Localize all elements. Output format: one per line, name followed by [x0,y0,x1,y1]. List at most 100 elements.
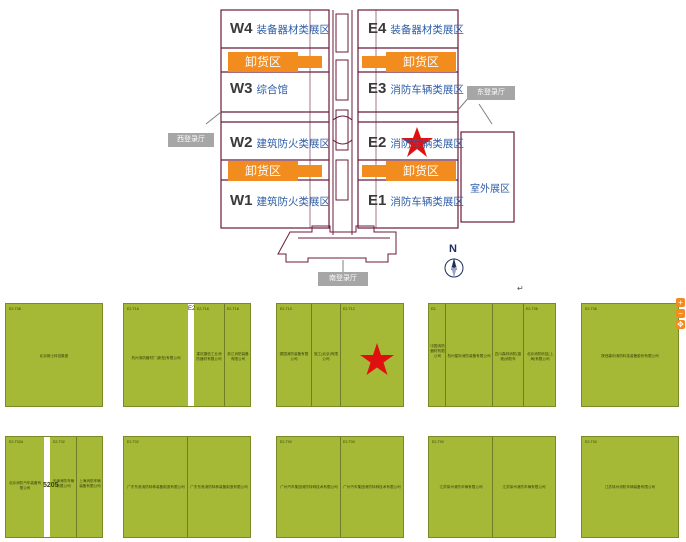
booth-divider [340,304,341,406]
booth-company: 中国消防器材有限公司 [430,344,445,358]
hall-code: W3 [230,80,253,97]
central-corridor [332,10,353,235]
unloading-zone-east-south: 卸货区 [386,161,456,181]
paragraph-mark: ↵ [517,284,524,290]
hall-e1-label: E1 消防车辆类展区 [368,192,464,209]
move-icon[interactable]: ✥ [676,320,685,329]
booth-code: E2-T16 [127,307,139,311]
booth-code: E2-T18 [197,307,209,311]
booth-code: E2-T06 [585,307,597,311]
hall-w3-label: W3 综合馆 [230,80,288,97]
hall-code: W1 [230,192,253,209]
booth-company: 天津消防车辆有限公司 [52,479,75,488]
hall-name: 消防车辆类展区 [390,196,464,208]
booth-divider [445,304,446,406]
hall-e4-label: E4 装备器材类展区 [368,20,464,37]
booth-code: E2-T02 [127,440,139,444]
booth-divider [224,304,225,406]
location-star-icon [401,127,433,157]
booth-company: 施工(北京)有限公司 [314,352,338,361]
booth-code: E2-T00 [432,440,444,444]
booth-panel[interactable]: E2-T10 E2-T12 德国消防装备有限公司 施工(北京)有限公司 [276,303,404,407]
booth-code: E2-T00 [280,440,292,444]
west-lobby-label: 西登录厅 [168,133,214,147]
unloading-zone-east-north: 卸货区 [386,52,456,72]
hall-name: 装备器材类展区 [256,24,331,36]
booth-code: E2-T02A [9,440,24,444]
compass-icon [444,258,464,278]
booth-company: 广东东莞消防特种装备制造有限公司 [127,485,185,489]
booth-code: E2-T18 [227,307,239,311]
unloading-zone-west-south: 卸货区 [228,161,298,181]
aisle [44,437,50,537]
north-label: N [449,243,457,255]
booth-company: 广东东莞消防特种装备制造有限公司 [190,485,248,489]
booth-company: 北京消防科技(上海)有限公司 [526,352,554,361]
booth-panel[interactable]: E2-T02 广东东莞消防特种装备制造有限公司 广东东莞消防特种装备制造有限公司 [123,436,251,538]
booth-panel[interactable]: E2- E2-T06 中国消防器材有限公司 杭州星际消防装备有限公司 四川森林消… [428,303,556,407]
unloading-zone-west-north: 卸货区 [228,52,298,72]
booth-company: 广州汽车集团消防特种技术有限公司 [343,485,401,489]
booth-code: E2 [188,306,196,312]
booth-company: 四川森林消防(香港)消防车 [494,352,522,361]
west-building-outline [220,9,330,229]
hall-name: 建筑防火类展区 [256,138,331,150]
booth-company: 北京城士科技集团 [39,354,69,358]
booth-code: E2-T10 [280,307,292,311]
unloading-ramp [298,56,322,68]
booth-code: E2-T06 [526,307,538,311]
hall-w2-label: W2 建筑防火类展区 [230,134,330,151]
hall-code: W4 [230,20,253,37]
booth-company: 德国消防装备有限公司 [279,352,309,361]
booth-divider [492,304,493,406]
booth-divider [492,437,493,537]
south-lobby-label: 南登录厅 [318,272,368,286]
outdoor-area-label: 室外展区 [470,184,510,195]
hall-code: E4 [368,20,387,37]
booth-company: 上海消防车辆装备有限公司 [79,479,101,488]
unloading-ramp [362,56,386,68]
booth-code: 5205 [43,482,59,489]
booth-company: 广州汽车集团消防特种技术有限公司 [280,485,338,489]
booth-company: 江苏徐州消防车辆装备有限公司 [604,485,656,489]
hall-code: W2 [230,134,253,151]
location-star-icon [360,343,394,375]
booth-panel[interactable]: E2-T00 E2-T00 广州汽车集团消防特种技术有限公司 广州汽车集团消防特… [276,436,404,538]
hall-name: 综合馆 [256,84,289,96]
booth-panel[interactable]: E2-T08 北京城士科技集团 [5,303,103,407]
booth-panel[interactable]: E2-T16 E2 E2-T18 E2-T18 杭州消防器材厂(新型)有限公司 … [123,303,251,407]
booth-company: 江苏徐州消防车辆有限公司 [439,485,483,489]
venue-map: ↵ [205,9,524,290]
booth-panel[interactable]: E2-T00 江苏徐州消防车辆装备有限公司 [581,436,679,538]
booth-code: E2-T08 [9,307,21,311]
hall-name: 装备器材类展区 [390,24,464,36]
hall-name: 消防车辆类展区 [390,138,464,150]
booth-company: 重庆捷信工业消防器材有限公司 [196,352,222,361]
booth-divider [311,304,312,406]
hall-code: E2 [368,134,387,151]
booth-divider [76,437,77,537]
east-lobby-label: 东登录厅 [467,86,515,100]
zoom-out-icon[interactable]: − [676,309,685,318]
booth-company: 浙江消防装备有限公司 [227,352,249,361]
unloading-ramp [298,165,322,177]
booth-code: E2-T12 [343,307,355,311]
hall-name: 消防车辆类展区 [390,84,464,96]
lobby-connectors [205,95,493,272]
hall-w4-label: W4 装备器材类展区 [230,20,330,37]
booth-panel[interactable]: E2-T00 江苏徐州消防车辆有限公司 江苏徐州消防车辆有限公司 [428,436,556,538]
aisle [188,304,194,406]
hall-e3-label: E3 消防车辆类展区 [368,80,464,97]
booth-code: E2-T00 [585,440,597,444]
booth-panel[interactable]: E2-T02A 5205 E2-T02 北京消防汽车装备有限公司 天津消防车辆有… [5,436,103,538]
zoom-in-icon[interactable]: + [676,298,685,307]
booth-company: 陕西森利消防科技装备股份有限公司 [601,354,659,358]
booth-divider [340,437,341,537]
hall-code: E1 [368,192,387,209]
south-entrance [277,225,397,263]
east-building-outline [357,9,515,229]
booth-code: E2- [431,307,437,311]
unloading-ramp [362,165,386,177]
booth-panel[interactable]: E2-T06 陕西森利消防科技装备股份有限公司 [581,303,679,407]
hall-e2-label: E2 消防车辆类展区 [368,134,464,151]
